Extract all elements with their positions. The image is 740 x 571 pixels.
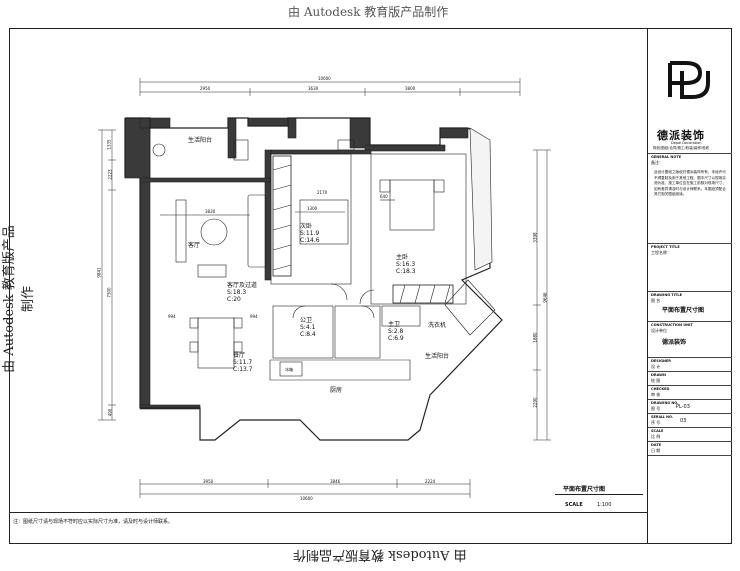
dim-left-seg-1: 1335 xyxy=(106,139,112,150)
dim-bottom-seg-3: 2224 xyxy=(425,479,436,484)
serial-row: SERIAL NO. 序 号 03 xyxy=(648,413,732,428)
dim-interior-4: 640 xyxy=(380,194,388,199)
date-row: DATE 日 期 xyxy=(648,441,732,456)
construction-row: CONSTRUCTION UNIT 设计单位 德派装饰 xyxy=(648,321,732,358)
dim-top-total: 10600 xyxy=(318,76,331,81)
drawn-row: DRAWN 绘 图 xyxy=(648,371,732,386)
dim-left-seg-4: 490 xyxy=(107,408,113,417)
room-label-balcony-2: 生活阳台 xyxy=(425,353,450,360)
serial-value: 03 xyxy=(680,418,687,424)
drawing-no-value: PL-03 xyxy=(676,404,690,410)
company-logo-icon xyxy=(668,61,710,99)
dim-right-seg-1: 3398 xyxy=(532,232,538,243)
dim-right-total: 9646 xyxy=(542,292,548,303)
dim-bottom-total: 10600 xyxy=(300,496,313,501)
checked-row: CHECKED 审 核 xyxy=(648,385,732,400)
dim-top-seg-2: 3630 xyxy=(308,86,319,91)
dim-left-seg-2: 2223 xyxy=(107,169,113,180)
title-block: 德派装饰 Depai Decoration 规划/图纸/合同/施工/软装/装修/… xyxy=(647,29,732,543)
dim-interior-5: 994 xyxy=(168,314,176,319)
dim-interior-3: 2170 xyxy=(317,190,328,195)
construction-value: 德派装饰 xyxy=(662,339,687,346)
drawing-title-value: 平面布置尺寸图 xyxy=(662,307,705,314)
dim-right-seg-2: 1880 xyxy=(532,332,538,343)
scale-label: SCALE xyxy=(565,502,583,508)
drawing-sheet-border xyxy=(9,28,732,544)
dim-interior-2: 1300 xyxy=(307,206,318,211)
scale-row: SCALE 比 例 xyxy=(648,427,732,442)
dim-bottom-seg-1: 3950 xyxy=(203,479,214,484)
drawing-note-text: 注：图纸尺寸请与现场不符时应以实际尺寸为准，请及时与设计师联系。 xyxy=(13,519,174,525)
dim-left-seg-3: 7300 xyxy=(106,287,112,298)
company-tagline: 规划/图纸/合同/施工/软装/装修/验收 xyxy=(653,146,710,150)
dim-left-total: 9841 xyxy=(96,267,102,278)
room-label-balcony: 生活阳台 xyxy=(188,137,213,144)
drawing-note: 注：图纸尺寸请与现场不符时应以实际尺寸为准，请及时与设计师联系。 xyxy=(9,512,647,544)
project-title-row: PROJECT TITLE 工程名称： xyxy=(648,243,732,292)
room-label-washer: 洗衣机 xyxy=(428,322,447,329)
top-watermark: 由 Autodesk 教育版产品制作 xyxy=(288,5,449,19)
dim-bottom-seg-2: 3846 xyxy=(330,479,341,484)
general-note-row: GENERAL NOTE 备注： 此设计图纸之版权归德派装饰所有，未经许可不得复… xyxy=(648,153,732,244)
designer-row: DESIGNER 设 计 xyxy=(648,357,732,372)
drawing-title: 平面布置尺寸图 xyxy=(563,486,606,493)
dim-top-seg-3: 3800 xyxy=(405,86,416,91)
room-label-fridge: 冰箱 xyxy=(285,367,293,372)
drawing-title-row: DRAWING TITLE 图 名 平面布置尺寸图 xyxy=(648,291,732,322)
scale-value: 1:100 xyxy=(597,502,612,508)
dim-right-seg-3: 2290 xyxy=(532,397,538,408)
dim-interior-6: 994 xyxy=(250,314,258,319)
dim-top-seg-1: 2950 xyxy=(200,86,211,91)
room-label-living: 客厅 xyxy=(188,242,201,249)
dim-interior-1: 3830 xyxy=(205,209,216,214)
company-en: Depai Decoration xyxy=(671,141,702,145)
general-note-text: 此设计图纸之版权归德派装饰所有，未经许可不得复制及用于其他工程。图中尺寸以现场实… xyxy=(654,170,726,196)
company-name: 德派装饰 xyxy=(657,129,705,142)
room-label-kitchen: 厨房 xyxy=(330,387,343,394)
title-block-end xyxy=(648,455,732,456)
drawing-title-box: 平面布置尺寸图 SCALE 1:100 xyxy=(555,482,645,516)
drawing-no-row: DRAWING NO. 图 号 PL-03 xyxy=(648,399,732,414)
